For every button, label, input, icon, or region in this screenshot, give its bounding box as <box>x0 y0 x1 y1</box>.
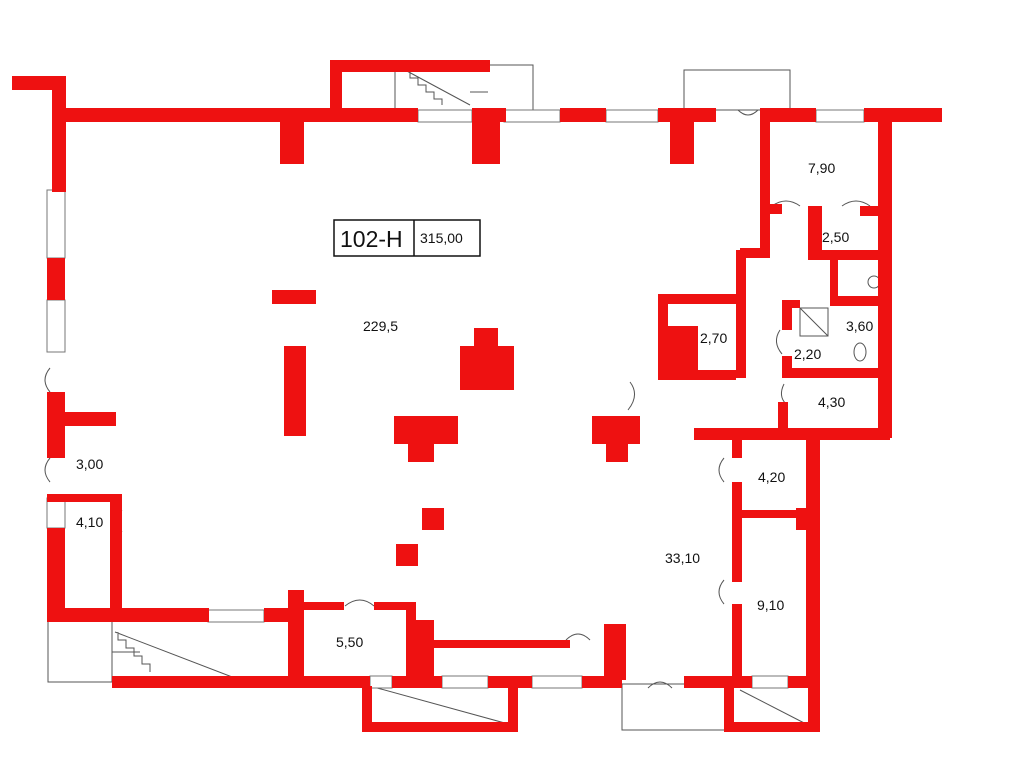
room-area-3310: 33,10 <box>665 550 700 566</box>
walls <box>12 60 942 732</box>
room-area-410: 4,10 <box>76 514 103 530</box>
room-area-220: 2,20 <box>794 346 821 362</box>
unit-label: 102-Н 315,00 <box>333 219 481 257</box>
room-area-430: 4,30 <box>818 394 845 410</box>
thin-outlines <box>44 64 881 731</box>
room-area-910: 9,10 <box>757 597 784 613</box>
room-area-250: 2,50 <box>822 229 849 245</box>
room-area-550: 5,50 <box>336 634 363 650</box>
unit-id: 102-Н <box>340 226 403 252</box>
unit-total-area: 315,00 <box>420 230 463 246</box>
room-area-270: 2,70 <box>700 330 727 346</box>
room-area-main-hall: 229,5 <box>363 318 398 334</box>
room-area-420: 4,20 <box>758 469 785 485</box>
room-area-300: 3,00 <box>76 456 103 472</box>
room-area-360: 3,60 <box>846 318 873 334</box>
room-area-790: 7,90 <box>808 160 835 176</box>
room-labels: 229,5 7,90 2,50 2,70 3,60 2,20 4,30 3,00… <box>76 160 873 650</box>
